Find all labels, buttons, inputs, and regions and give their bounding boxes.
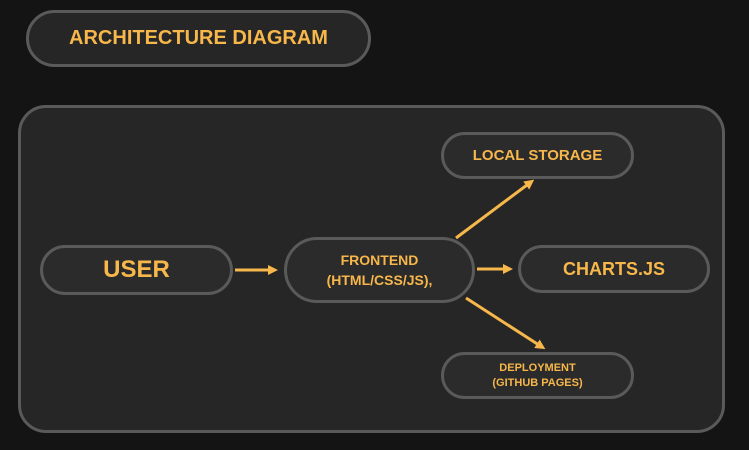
frontend-node-label: FRONTEND	[340, 252, 419, 268]
local-storage-node-label: LOCAL STORAGE	[472, 147, 603, 164]
frontend-node-sublabel: (HTML/CSS/JS),	[326, 272, 433, 288]
user-node-label: USER	[103, 256, 170, 283]
arrow-frontend-to-deployment	[465, 296, 546, 350]
diagram-title-text: ARCHITECTURE DIAGRAM	[69, 27, 328, 49]
user-node: USER	[40, 245, 233, 295]
diagram-title: ARCHITECTURE DIAGRAM	[26, 10, 371, 67]
deployment-node: DEPLOYMENT (GITHUB PAGES)	[441, 352, 634, 399]
charts-node-label: CHARTS.JS	[562, 258, 665, 279]
arrow-frontend-to-local-storage	[455, 179, 535, 240]
deployment-node-sublabel: (GITHUB PAGES)	[492, 376, 583, 389]
local-storage-node: LOCAL STORAGE	[441, 132, 634, 179]
deployment-node-label: DEPLOYMENT	[499, 361, 576, 374]
frontend-node: FRONTEND (HTML/CSS/JS),	[284, 237, 475, 303]
charts-node: CHARTS.JS	[518, 245, 710, 293]
